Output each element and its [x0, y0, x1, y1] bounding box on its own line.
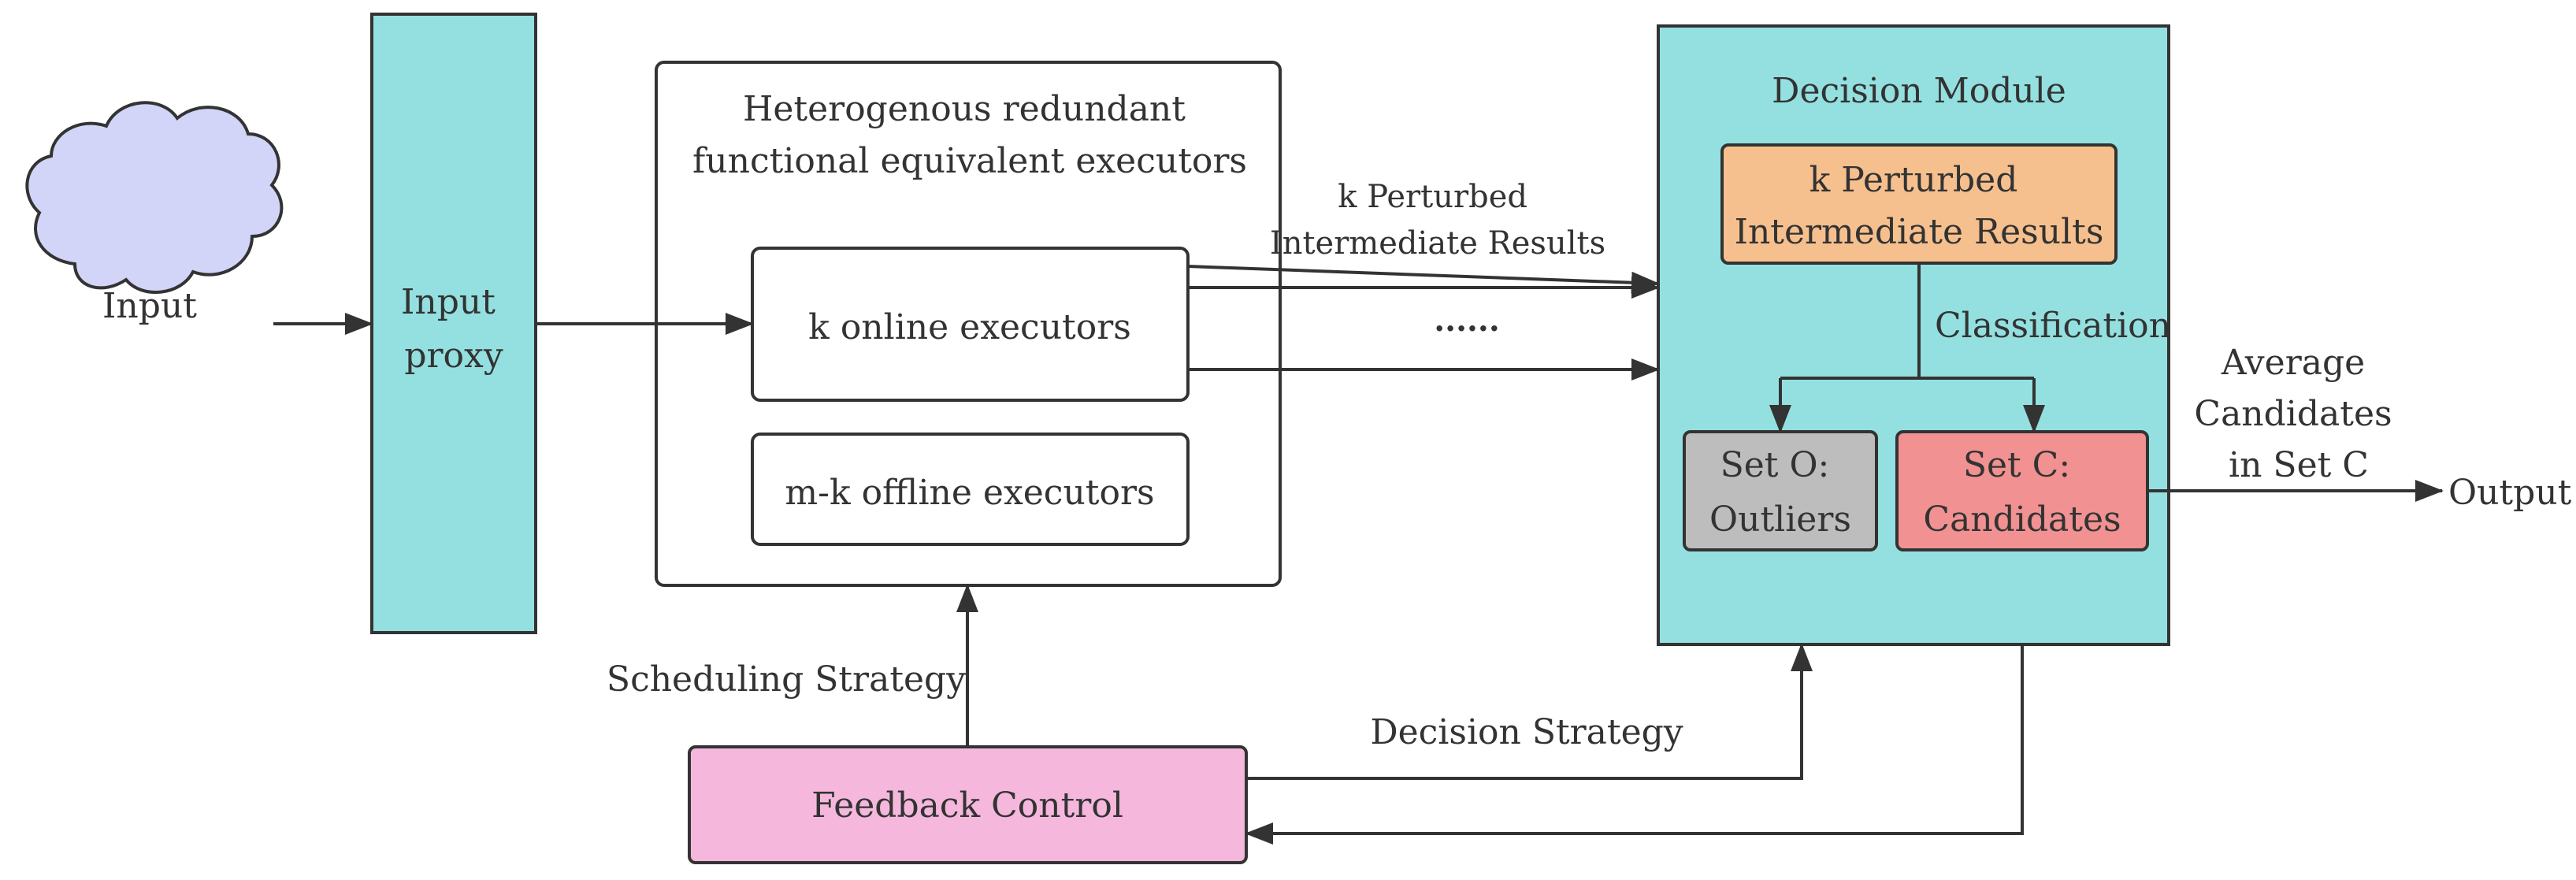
perturbed-results-label: k Perturbed Intermediate Results [1735, 160, 2104, 252]
set-o-line-2: Outliers [1709, 499, 1851, 540]
executors-title: Heterogenous redundant functional equiva… [692, 89, 1247, 181]
set-c-label: Set C: Candidates [1923, 445, 2121, 540]
decision-strategy-label: Decision Strategy [1370, 712, 1683, 752]
input-cloud-shape [25, 101, 284, 294]
perturbed-results-line-2: Intermediate Results [1735, 212, 2104, 252]
set-o-label: Set O: Outliers [1709, 445, 1851, 540]
online-executors-label: k online executors [808, 307, 1131, 347]
input-cloud: Input [25, 101, 284, 326]
edge-feedback-to-decision [1246, 643, 1813, 780]
input-proxy-box: Input proxy [370, 13, 537, 634]
executors-title-line-1: Heterogenous redundant [743, 89, 1186, 129]
perturbed-edge-line-2: Intermediate Results [1270, 225, 1605, 262]
edge-classification-trunk [1780, 263, 2034, 380]
set-c-line-2: Candidates [1923, 499, 2121, 540]
average-line-2: Candidates [2194, 394, 2392, 434]
ellipsis-label: ...... [1434, 302, 1500, 339]
input-proxy-rect [370, 13, 537, 634]
perturbed-edge-line-1: k Perturbed [1338, 179, 1527, 215]
average-line-3: in Set C [2229, 445, 2369, 485]
edge-decision-to-feedback [1245, 644, 2024, 845]
set-c-line-1: Set C: [1963, 445, 2070, 485]
decision-module: Decision Module k Perturbed Intermediate… [1657, 24, 2171, 646]
output-label: Output [2448, 473, 2572, 513]
input-proxy-line-2: proxy [404, 336, 503, 376]
executors-container: Heterogenous redundant functional equiva… [655, 61, 1282, 587]
input-proxy-line-1: Input [401, 282, 496, 322]
offline-executors-label: m-k offline executors [785, 473, 1154, 513]
feedback-control-box: Feedback Control [688, 745, 1248, 864]
decision-module-title: Decision Module [1772, 71, 2066, 111]
perturbed-results-line-1: k Perturbed [1810, 160, 2018, 200]
set-o-line-1: Set O: [1720, 445, 1830, 485]
edge-executors-to-decision-1 [1187, 265, 1660, 294]
input-proxy-label: Input proxy [401, 282, 507, 376]
perturbed-edge-label: k Perturbed Intermediate Results [1270, 179, 1605, 262]
executors-title-line-2: functional equivalent executors [692, 141, 1247, 181]
feedback-control-label: Feedback Control [811, 785, 1123, 826]
offline-executors-rect [751, 433, 1190, 546]
average-line-1: Average [2221, 343, 2365, 383]
edge-labels: k Perturbed Intermediate Results ...... … [607, 179, 2572, 752]
classification-label: Classification [1935, 306, 2171, 346]
edges [273, 263, 2444, 845]
input-label: Input [102, 286, 197, 326]
average-candidates-label: Average Candidates in Set C [2194, 343, 2403, 485]
scheduling-strategy-label: Scheduling Strategy [607, 659, 966, 700]
